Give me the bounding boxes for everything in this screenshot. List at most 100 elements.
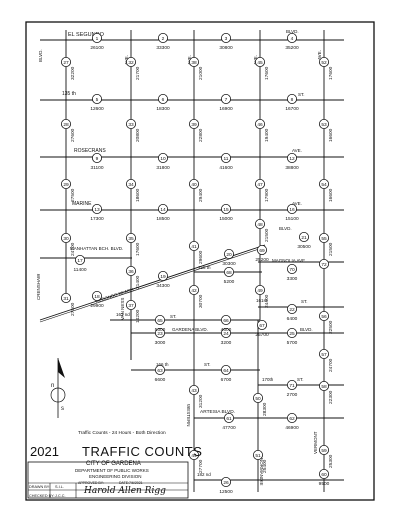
count-station-54 [318,178,329,189]
count-station-57 [318,348,329,359]
station-count-value: 17300 [90,216,104,222]
station-count-value: 12500 [219,489,233,495]
station-number: 31 [63,296,69,302]
station-number: 17 [77,258,83,264]
count-station-53 [318,119,329,130]
street-label-st-166: ST. [204,362,211,367]
count-station-50 [252,392,263,403]
station-number: 45 [257,60,263,66]
street-label-crenshaw: CRENSHAW [36,273,41,300]
street-line-redondo-beach-b [39,246,266,323]
count-station-48 [254,218,265,229]
station-number: 42 [191,288,197,294]
station-number: 59 [321,448,327,454]
title-block-frame [27,461,189,499]
station-count-value: 41600 [219,165,233,171]
count-station-25 [286,327,297,338]
count-station-24 [220,327,231,338]
station-number: 10 [160,156,166,162]
count-station-66 [220,314,231,325]
title-dept: DEPARTMENT OF PUBLIC WORKS [75,468,149,473]
street-label-st-135: ST. [298,92,305,97]
compass-arrow-head [58,358,65,378]
station-number: 53 [321,122,327,128]
count-station-15 [220,203,231,214]
station-count-value: 11400 [74,267,87,273]
station-number: 25 [289,331,295,337]
count-station-61 [223,412,234,423]
station-number: 46 [257,122,263,128]
station-count-value: 22300 [328,390,334,404]
station-number: 51 [255,453,261,459]
station-count-value: 16600 [328,188,334,202]
title-city: CITY OF GARDENA [86,461,141,467]
station-count-value: 20800 [135,128,141,142]
station-number: 48 [257,222,263,228]
station-count-value: 17600 [135,242,141,256]
station-number: 38 [191,60,197,66]
count-station-52 [318,57,329,68]
count-station-43 [188,384,199,395]
station-number: 56 [321,314,327,320]
station-count-value: 18600 [135,188,141,202]
station-number: 16 [289,207,295,213]
count-station-45 [254,57,265,68]
station-number: 13 [94,207,100,213]
station-number: 50 [255,396,261,402]
count-station-17 [75,254,86,265]
station-number: 14 [160,207,166,213]
station-count-value: 17600 [264,66,270,80]
station-number: 28 [63,122,69,128]
map-border [25,21,375,501]
street-label-182nd: 182 nd [197,472,211,477]
station-count-value: 35200 [285,45,299,51]
count-station-19 [157,270,168,281]
station-count-value: 27500 [70,188,76,202]
street-label-vermont: VERMONT [313,431,318,454]
station-number: 24 [223,331,229,337]
station-number: 39 [191,122,197,128]
station-number: 30 [63,236,69,242]
station-number: 41 [191,244,197,250]
station-number: 58 [321,384,327,390]
count-station-37 [126,299,137,310]
count-station-72 [318,258,329,269]
count-station-56 [318,310,329,321]
count-station-20 [223,248,234,259]
count-station-21 [298,231,309,242]
count-station-14 [157,203,168,214]
station-count-value: 5300 [155,327,166,333]
drawn-by-value: S.I.L. [55,485,64,489]
station-count-value: 21500 [328,242,334,256]
station-number: 9 [96,156,99,162]
count-station-12 [286,152,297,163]
station-number: 61 [226,416,232,422]
street-label-170th: 170th [262,377,274,382]
count-station-27 [61,57,72,68]
station-count-value: 29600 [198,250,204,264]
station-number: 72 [321,262,327,268]
station-count-value: 38800 [285,165,299,171]
station-number: 47 [257,182,263,188]
street-label-el-segundo: EL SEGUNDO [68,32,105,38]
station-count-value: 17900 [264,188,270,202]
station-number: 49 [257,288,263,294]
station-count-value: 28300 [262,402,268,416]
station-count-value: 16900 [219,106,233,112]
count-station-41 [188,240,199,251]
station-count-value: 30800 [219,45,233,51]
count-station-67 [256,319,267,330]
count-station-60 [318,468,329,479]
station-number: 69 [259,248,265,254]
station-number: 66 [223,318,229,324]
count-station-29 [61,178,72,189]
station-count-value: 32200 [70,66,76,80]
station-number: 52 [321,60,327,66]
street-label-marine: MARINE [72,201,92,207]
station-count-value: 33300 [156,45,170,51]
station-number: 11 [224,156,229,162]
count-station-7 [220,94,231,105]
station-number: 34 [128,182,134,188]
count-station-55 [318,232,329,243]
count-station-4 [286,33,297,44]
